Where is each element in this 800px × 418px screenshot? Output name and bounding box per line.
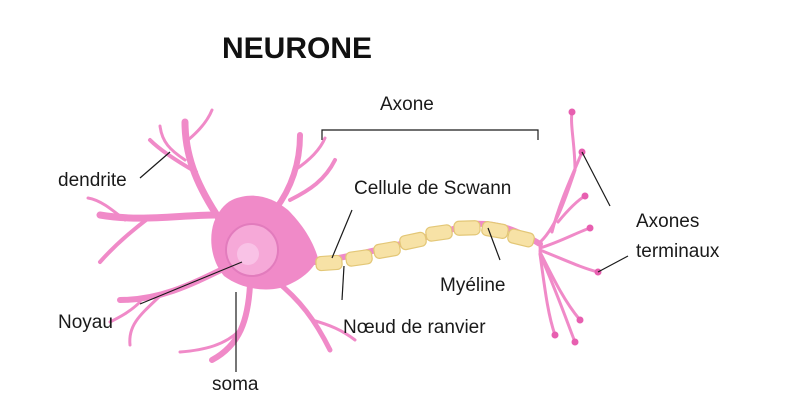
- label-axon-terminals-1: Axones: [636, 211, 699, 232]
- label-node-of-ranvier: Nœud de ranvier: [343, 317, 486, 338]
- label-nucleus: Noyau: [58, 312, 113, 333]
- diagram-title: NEURONE: [222, 32, 372, 65]
- axon-bracket: [321, 129, 539, 140]
- label-soma: soma: [212, 374, 259, 395]
- myelin-sheath: [315, 220, 535, 272]
- label-myelin: Myéline: [440, 275, 505, 296]
- label-axone: Axone: [380, 94, 434, 115]
- terminal-bulbs: [551, 108, 602, 346]
- nucleolus: [237, 243, 259, 265]
- label-schwann-cell: Cellule de Scwann: [354, 178, 511, 199]
- label-axon-terminals-2: terminaux: [636, 241, 720, 262]
- label-dendrite: dendrite: [58, 170, 127, 191]
- leader-lines: [139, 151, 629, 372]
